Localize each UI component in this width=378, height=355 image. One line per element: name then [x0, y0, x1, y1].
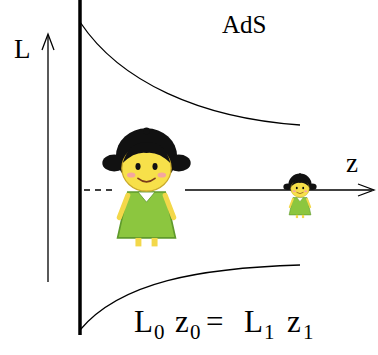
equation-symbol: = — [206, 306, 223, 337]
l-axis — [47, 36, 48, 282]
z-axis — [185, 189, 372, 190]
equation-symbol: L — [244, 306, 263, 337]
axis-label: L — [14, 36, 31, 63]
large-girl — [102, 127, 190, 246]
boundary-line — [78, 0, 82, 335]
equation-symbol: L — [134, 306, 153, 337]
equation-subscript: 0 — [154, 322, 165, 343]
axis-arrowhead — [42, 34, 54, 50]
axis-label: z — [346, 150, 358, 177]
small-girl — [283, 173, 316, 218]
upper-curve — [80, 22, 300, 125]
z-arrowhead — [358, 184, 374, 196]
lower-curve — [80, 265, 300, 330]
equation-symbol: z — [287, 306, 301, 337]
z-axis-dashed — [84, 189, 112, 190]
equation-subscript: 0 — [190, 322, 201, 343]
region-label: AdS — [222, 12, 266, 37]
equation-symbol: z — [175, 306, 189, 337]
equation-subscript: 1 — [264, 322, 275, 343]
equation-subscript: 1 — [303, 322, 314, 343]
